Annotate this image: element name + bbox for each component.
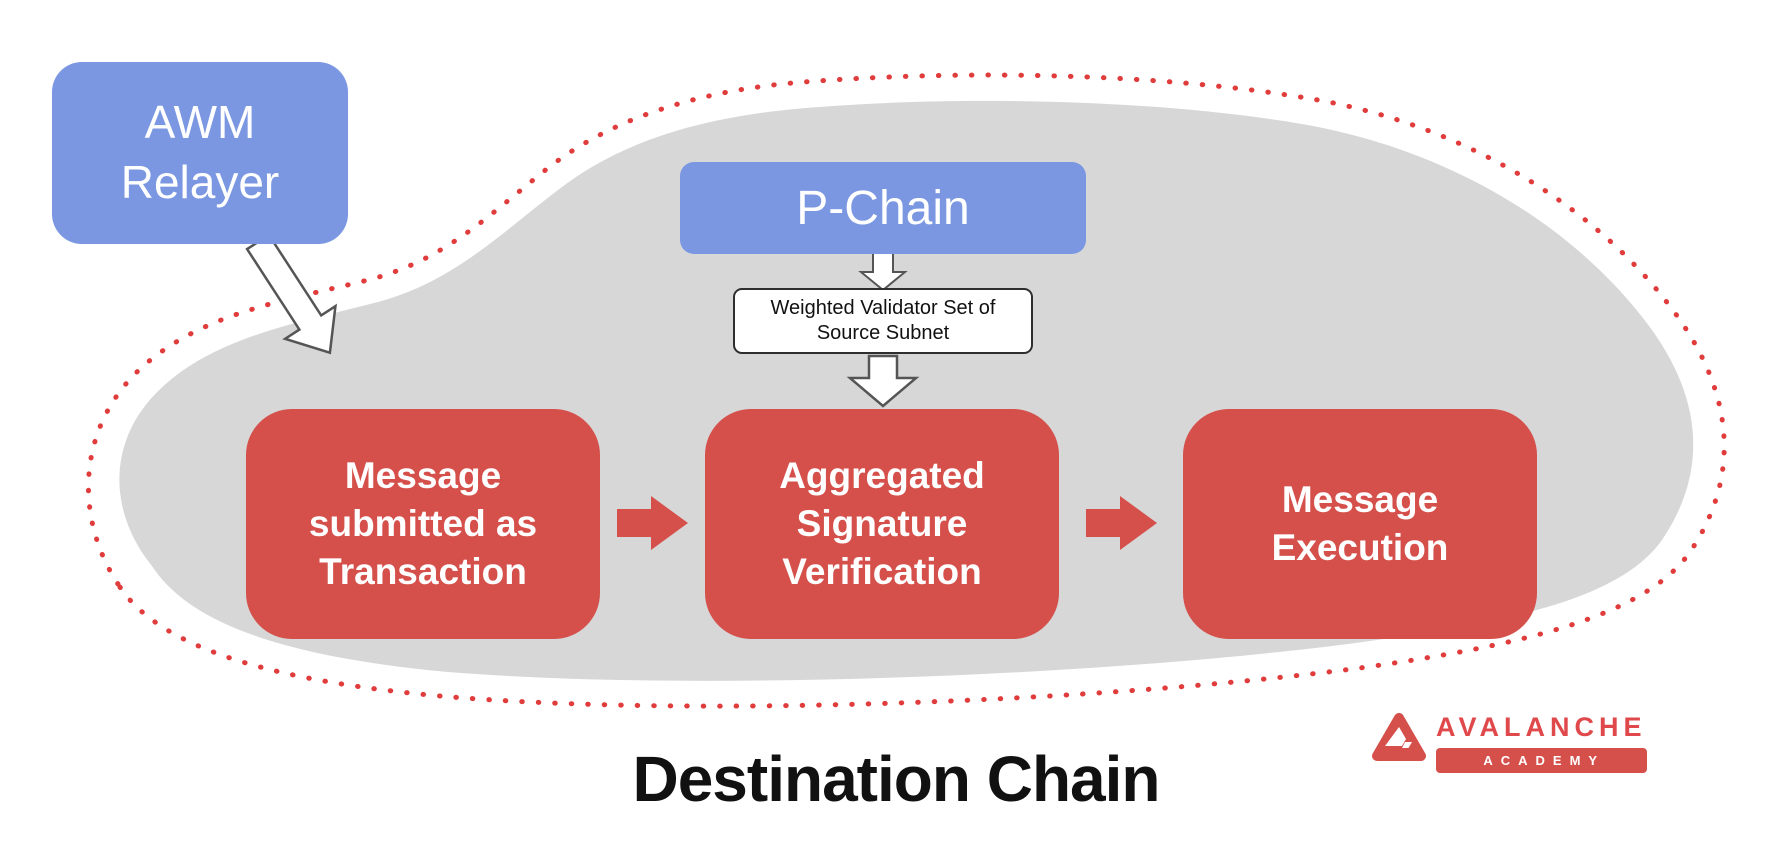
academy-badge: ACADEMY xyxy=(1436,748,1647,773)
diagonal-arrow-icon xyxy=(245,233,338,355)
validator-set-box: Weighted Validator Set of Source Subnet xyxy=(733,288,1033,354)
step-box-message-submitted: Message submitted as Transaction xyxy=(246,409,600,639)
step-label: Message submitted as Transaction xyxy=(308,454,538,593)
step-box-signature-verification: Aggregated Signature Verification xyxy=(705,409,1059,639)
avalanche-triangle-icon xyxy=(1372,713,1426,761)
step-label: Aggregated Signature Verification xyxy=(779,454,985,593)
avalanche-academy-logo: AVALANCHE ACADEMY xyxy=(1372,712,1647,773)
arrow-right-icon xyxy=(617,496,688,550)
p-chain-label: P-Chain xyxy=(796,181,970,235)
logo-text: AVALANCHE ACADEMY xyxy=(1436,712,1647,773)
awm-relayer-box: AWM Relayer xyxy=(52,62,348,244)
step-label: Message Execution xyxy=(1271,478,1449,568)
arrow-right-icon xyxy=(1086,496,1157,550)
destination-chain-label: Destination Chain xyxy=(632,743,1160,815)
p-chain-box: P-Chain xyxy=(680,162,1086,254)
arrow-down-icon xyxy=(846,354,920,408)
validator-set-label: Weighted Validator Set of Source Subnet xyxy=(770,297,996,344)
arrow-down-icon xyxy=(858,251,908,292)
step-box-message-execution: Message Execution xyxy=(1183,409,1537,639)
awm-relayer-label: AWM Relayer xyxy=(120,96,280,208)
avalanche-brand-text: AVALANCHE xyxy=(1436,712,1647,742)
